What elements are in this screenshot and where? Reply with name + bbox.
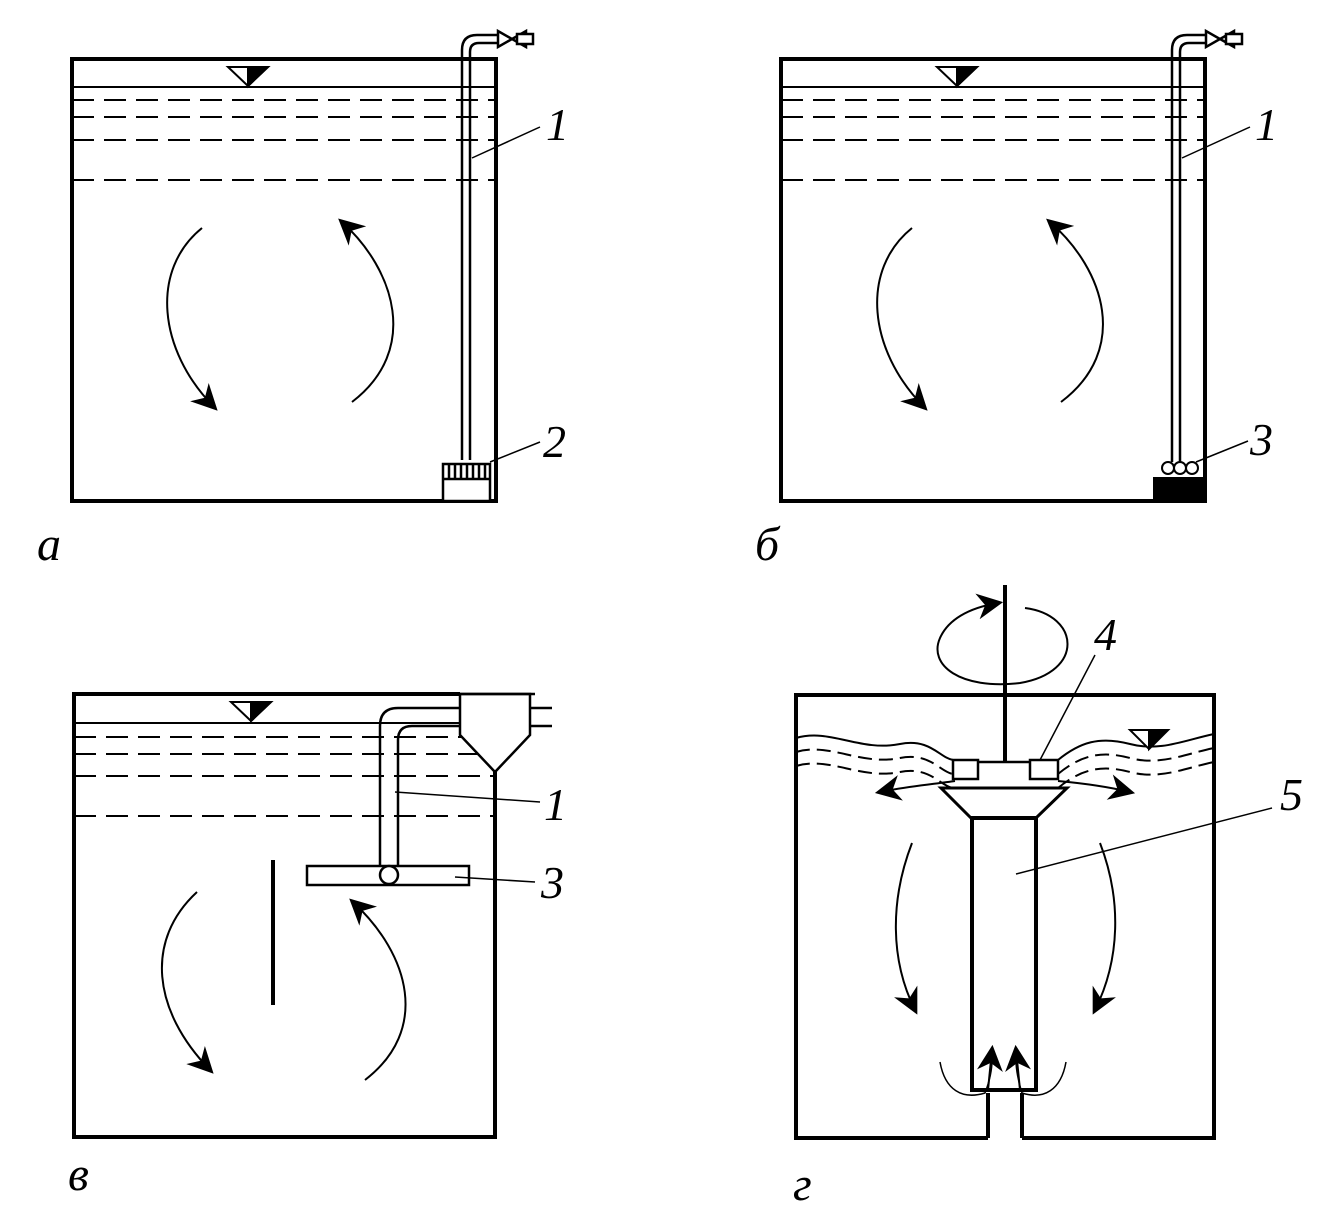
- inflow-swirl: [939, 1059, 993, 1096]
- tank-outline: [779, 57, 1207, 503]
- water-level-triangle-icon: [934, 66, 980, 89]
- inflow-swirl: [1015, 1059, 1067, 1096]
- callout-4: 4: [1094, 609, 1117, 660]
- outflow-arrow-icon: [1057, 774, 1136, 800]
- pipe: [460, 33, 498, 460]
- leader-line: [1181, 126, 1251, 159]
- wavy-surface: [795, 733, 1215, 789]
- callout-3: 3: [1249, 414, 1273, 465]
- circulation-arrow-icon: [1092, 842, 1117, 1015]
- leader-line: [1015, 807, 1273, 875]
- draft-tube: [970, 816, 1038, 1092]
- leader-line: [394, 791, 541, 803]
- circulation-arrow-icon: [349, 898, 407, 1081]
- leader-line: [1039, 654, 1096, 761]
- pipe: [378, 706, 460, 870]
- bottom-block: [1153, 477, 1206, 502]
- circulation-arrow-icon: [338, 218, 395, 403]
- circulation-arrow-icon: [894, 842, 918, 1015]
- circulation-arrow-icon: [1046, 218, 1104, 403]
- panel-letter: г: [793, 1158, 812, 1211]
- circulation-arrow-icon: [166, 227, 218, 411]
- water-level-triangle-icon: [228, 701, 274, 724]
- callout-3: 3: [540, 857, 564, 908]
- panel-c: [72, 692, 552, 1139]
- tank-outline: [70, 57, 498, 503]
- leader-line: [489, 441, 541, 463]
- panel-letter: б: [755, 518, 781, 571]
- panel-letter: а: [37, 518, 61, 571]
- panel-letter: в: [68, 1148, 89, 1201]
- valve-icon: [1204, 28, 1244, 50]
- water-level-triangle-icon: [225, 66, 271, 89]
- circulation-arrow-icon: [160, 891, 214, 1074]
- funnel: [937, 786, 1071, 820]
- pipe-joint: [378, 864, 400, 886]
- perforated-box: [441, 462, 492, 503]
- rotation-arrow-icon: [936, 593, 1069, 686]
- callout-2: 2: [543, 416, 566, 467]
- callout-1: 1: [544, 779, 567, 830]
- outflow-arrow-icon: [874, 775, 956, 801]
- valve-icon: [496, 28, 535, 50]
- callout-1: 1: [1255, 99, 1278, 150]
- leader-line: [1195, 440, 1249, 463]
- panel-a: [70, 28, 541, 503]
- impeller: [951, 758, 1060, 781]
- panel-b: [779, 28, 1251, 503]
- callout-1: 1: [546, 99, 569, 150]
- tank-outline: [72, 692, 497, 1139]
- leader-line: [471, 126, 541, 159]
- circulation-arrow-icon: [876, 227, 928, 411]
- leader-line: [454, 876, 536, 883]
- panel-d: [794, 585, 1273, 1140]
- nozzles: [1161, 461, 1199, 475]
- hopper: [458, 692, 552, 774]
- callout-5: 5: [1280, 769, 1303, 820]
- water-level-triangle-icon: [1127, 729, 1171, 752]
- inlet-pipe: [986, 1093, 1024, 1138]
- pipe: [1170, 33, 1206, 462]
